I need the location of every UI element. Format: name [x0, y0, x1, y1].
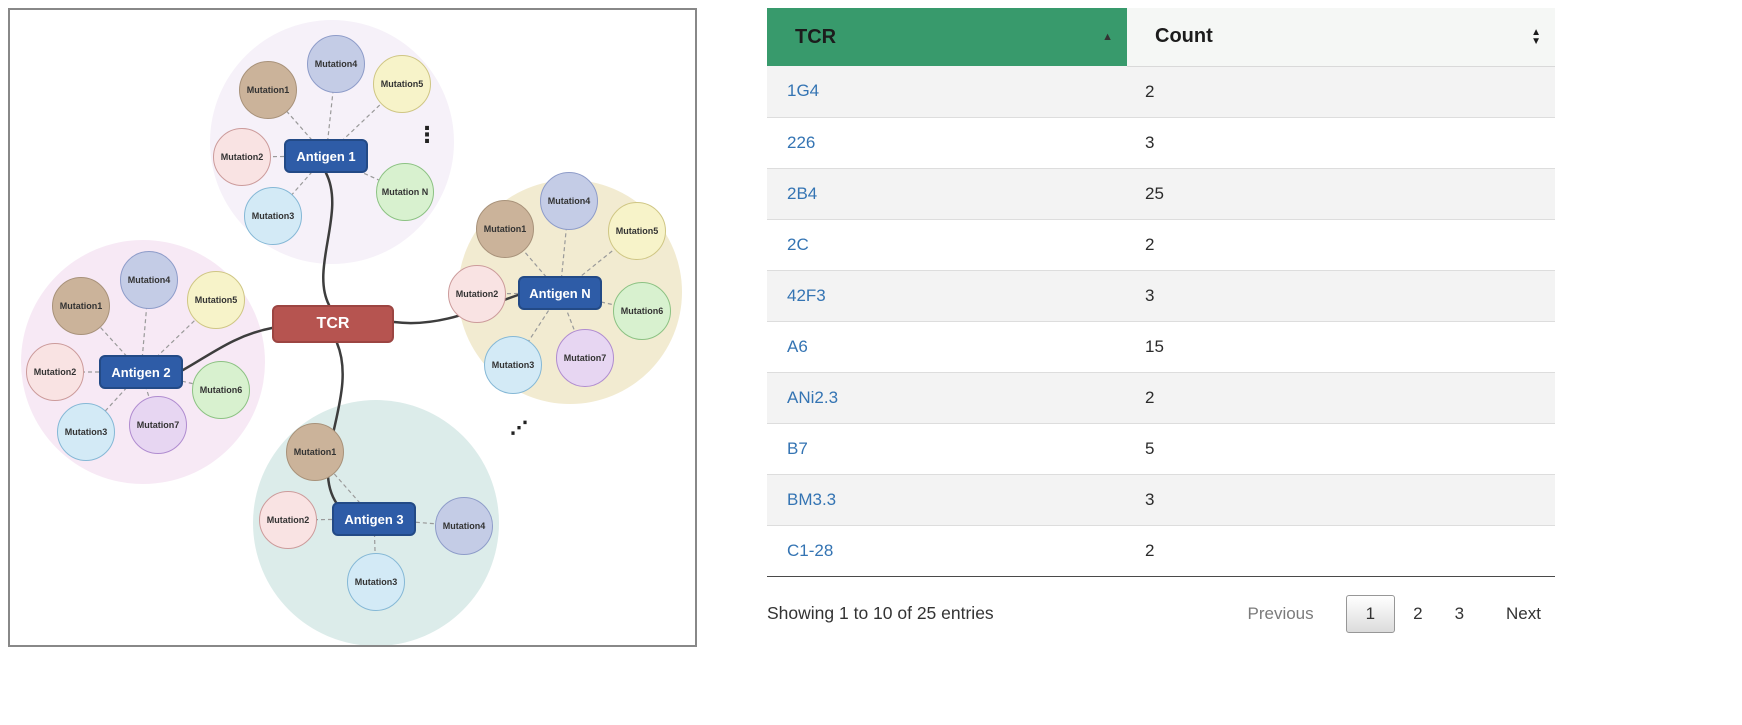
sort-asc-icon: ▲ — [1102, 31, 1113, 43]
tcr-count-table: TCR ▲ Count ▲ ▼ — [767, 8, 1555, 577]
antigen-2-node[interactable]: Antigen 2 — [99, 355, 183, 389]
table-row: ANi2.3 2 — [767, 372, 1555, 424]
column-header-count[interactable]: Count ▲ ▼ — [1127, 8, 1555, 67]
table-footer: Showing 1 to 10 of 25 entries Previous 1… — [767, 594, 1555, 633]
mutation-node[interactable]: Mutation5 — [373, 55, 431, 113]
sort-both-icon: ▲ ▼ — [1531, 26, 1541, 47]
sort-up-icon: ▲ — [1531, 26, 1541, 38]
count-cell: 5 — [1127, 423, 1555, 475]
mutation-node[interactable]: Mutation N — [376, 163, 434, 221]
page-button-1[interactable]: 1 — [1345, 594, 1396, 633]
count-cell: 3 — [1127, 474, 1555, 526]
count-cell: 3 — [1127, 270, 1555, 322]
mutation-node[interactable]: Mutation1 — [286, 423, 344, 481]
mutation-node[interactable]: Mutation3 — [57, 403, 115, 461]
table-row: B7 5 — [767, 423, 1555, 475]
tcr-table-panel: TCR ▲ Count ▲ ▼ — [767, 8, 1555, 647]
mutation-node[interactable]: Mutation1 — [52, 277, 110, 335]
next-page-button[interactable]: Next — [1506, 603, 1541, 623]
diagonal-ellipsis: ⋰ — [510, 418, 528, 438]
tcr-link[interactable]: C1-28 — [787, 540, 834, 560]
count-cell: 2 — [1127, 66, 1555, 118]
mutation-node[interactable]: Mutation1 — [239, 61, 297, 119]
tcr-link[interactable]: 2C — [787, 234, 809, 254]
mutation-node[interactable]: Mutation6 — [192, 361, 250, 419]
mutation-node[interactable]: Mutation2 — [26, 343, 84, 401]
column-header-tcr-label: TCR — [795, 25, 837, 48]
tcr-link[interactable]: 226 — [787, 132, 816, 152]
entries-info: Showing 1 to 10 of 25 entries — [767, 603, 994, 623]
tcr-link[interactable]: ANi2.3 — [787, 387, 839, 407]
count-cell: 2 — [1127, 372, 1555, 424]
mutation-node[interactable]: Mutation1 — [476, 200, 534, 258]
table-row: 1G4 2 — [767, 66, 1555, 118]
mutation-node[interactable]: Mutation4 — [540, 172, 598, 230]
count-cell: 3 — [1127, 117, 1555, 169]
tcr-node[interactable]: TCR — [272, 305, 394, 343]
mutation-node[interactable]: Mutation2 — [213, 128, 271, 186]
count-cell: 25 — [1127, 168, 1555, 220]
mutation-node[interactable]: Mutation5 — [187, 271, 245, 329]
pagination: Previous 1 2 3 Next — [1233, 594, 1555, 633]
tcr-link[interactable]: A6 — [787, 336, 808, 356]
sort-down-icon: ▼ — [1531, 35, 1541, 47]
count-cell: 15 — [1127, 321, 1555, 373]
mutation-node[interactable]: Mutation3 — [347, 553, 405, 611]
mutation-node[interactable]: Mutation2 — [259, 491, 317, 549]
previous-page-button[interactable]: Previous — [1247, 603, 1314, 623]
page-button-2[interactable]: 2 — [1413, 603, 1423, 623]
mutation-node[interactable]: Mutation4 — [120, 251, 178, 309]
column-header-count-label: Count — [1155, 25, 1213, 48]
mutation-node[interactable]: Mutation6 — [613, 282, 671, 340]
tcr-link[interactable]: 2B4 — [787, 183, 818, 203]
count-cell: 2 — [1127, 219, 1555, 271]
app-page: Mutation1 Mutation4 Mutation5 Mutation2 … — [8, 8, 1555, 647]
table-row: 42F3 3 — [767, 270, 1555, 322]
antigen-1-node[interactable]: Antigen 1 — [284, 139, 368, 173]
table-row: C1-28 2 — [767, 525, 1555, 577]
tcr-link[interactable]: BM3.3 — [787, 489, 837, 509]
mutation-node[interactable]: Mutation5 — [608, 202, 666, 260]
tcr-link[interactable]: 1G4 — [787, 81, 820, 101]
table-row: 2B4 25 — [767, 168, 1555, 220]
table-row: 2C 2 — [767, 219, 1555, 271]
antigen-3-node[interactable]: Antigen 3 — [332, 502, 416, 536]
antigen-n-node[interactable]: Antigen N — [518, 276, 602, 310]
mutation-node[interactable]: Mutation4 — [307, 35, 365, 93]
page-button-3[interactable]: 3 — [1454, 603, 1465, 623]
tcr-link[interactable]: B7 — [787, 438, 808, 458]
vertical-ellipsis: ⋮ — [416, 122, 439, 147]
tcr-link[interactable]: 42F3 — [787, 285, 826, 305]
table-row: 226 3 — [767, 117, 1555, 169]
mutation-node[interactable]: Mutation7 — [556, 329, 614, 387]
column-header-tcr[interactable]: TCR ▲ — [767, 8, 1127, 66]
mutation-node[interactable]: Mutation7 — [129, 396, 187, 454]
table-row: A6 15 — [767, 321, 1555, 373]
mutation-node[interactable]: Mutation2 — [448, 265, 506, 323]
network-diagram-panel: Mutation1 Mutation4 Mutation5 Mutation2 … — [8, 8, 697, 647]
table-header-row: TCR ▲ Count ▲ ▼ — [767, 8, 1555, 67]
mutation-node[interactable]: Mutation3 — [244, 187, 302, 245]
mutation-node[interactable]: Mutation4 — [435, 497, 493, 555]
count-cell: 2 — [1127, 525, 1555, 577]
mutation-node[interactable]: Mutation3 — [484, 336, 542, 394]
table-row: BM3.3 3 — [767, 474, 1555, 526]
